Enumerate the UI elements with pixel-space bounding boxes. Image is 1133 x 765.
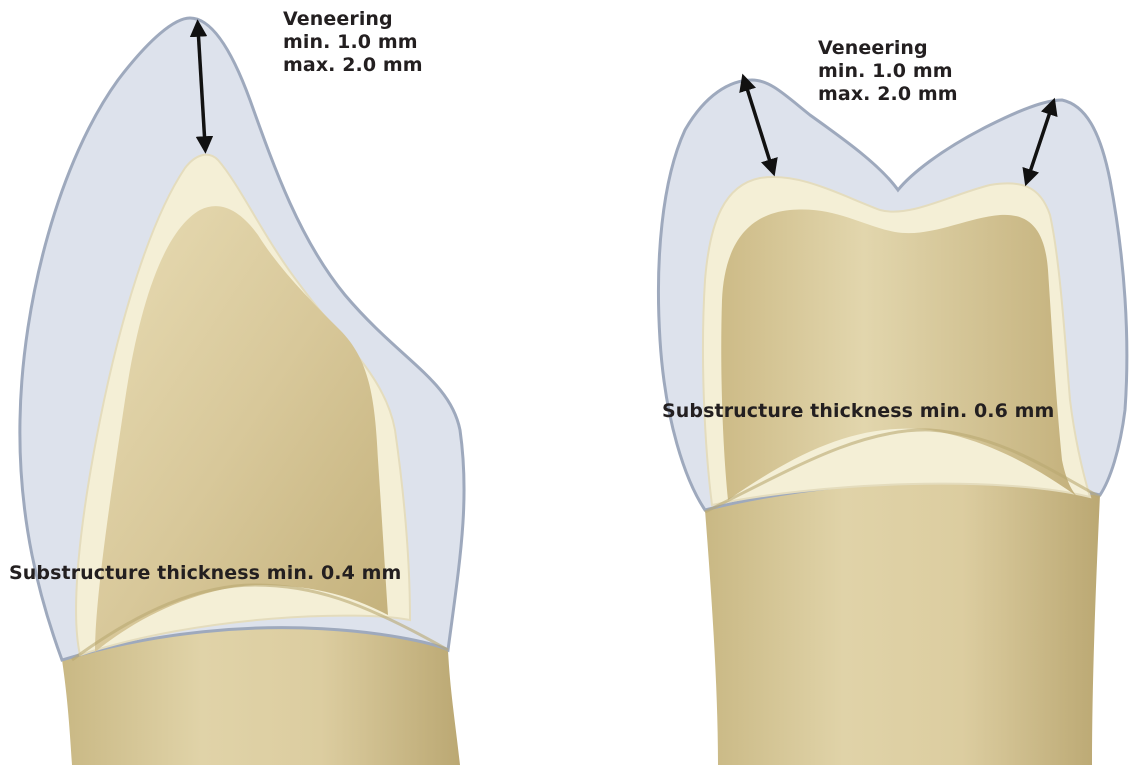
left-tooth-root: [62, 628, 460, 765]
left-veneering-max: max. 2.0 mm: [283, 54, 423, 77]
right-substructure-label: Substructure thickness min. 0.6 mm: [662, 400, 1054, 423]
left-veneering-title: Veneering: [283, 8, 423, 31]
left-veneering-label: Veneering min. 1.0 mm max. 2.0 mm: [283, 8, 423, 77]
left-substructure-label: Substructure thickness min. 0.4 mm: [9, 562, 401, 585]
right-veneering-title: Veneering: [818, 37, 958, 60]
left-veneering-min: min. 1.0 mm: [283, 31, 423, 54]
right-veneering-max: max. 2.0 mm: [818, 83, 958, 106]
right-tooth-root: [705, 481, 1100, 765]
right-veneering-label: Veneering min. 1.0 mm max. 2.0 mm: [818, 37, 958, 106]
right-veneering-min: min. 1.0 mm: [818, 60, 958, 83]
left-tooth: [20, 18, 464, 765]
